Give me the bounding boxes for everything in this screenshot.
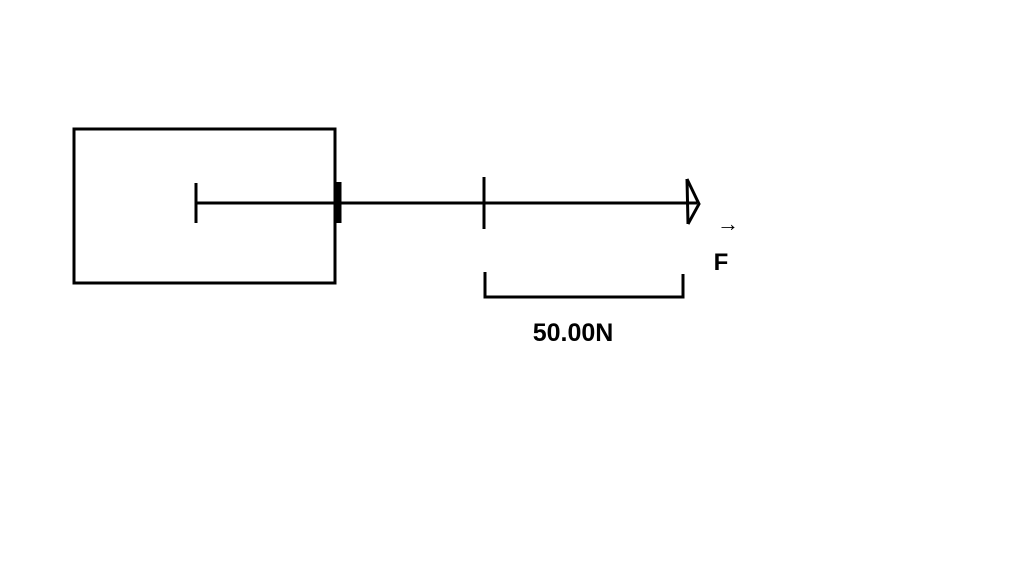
object-box <box>72 127 337 285</box>
force-vector-arrowhead <box>685 178 701 225</box>
scale-bracket <box>483 272 685 299</box>
force-vector-arrow-symbol: → <box>717 211 739 236</box>
force-label: F <box>714 249 729 276</box>
scale-label: 50.00N <box>533 319 614 347</box>
force-vector-arrowhead-back <box>685 178 690 225</box>
